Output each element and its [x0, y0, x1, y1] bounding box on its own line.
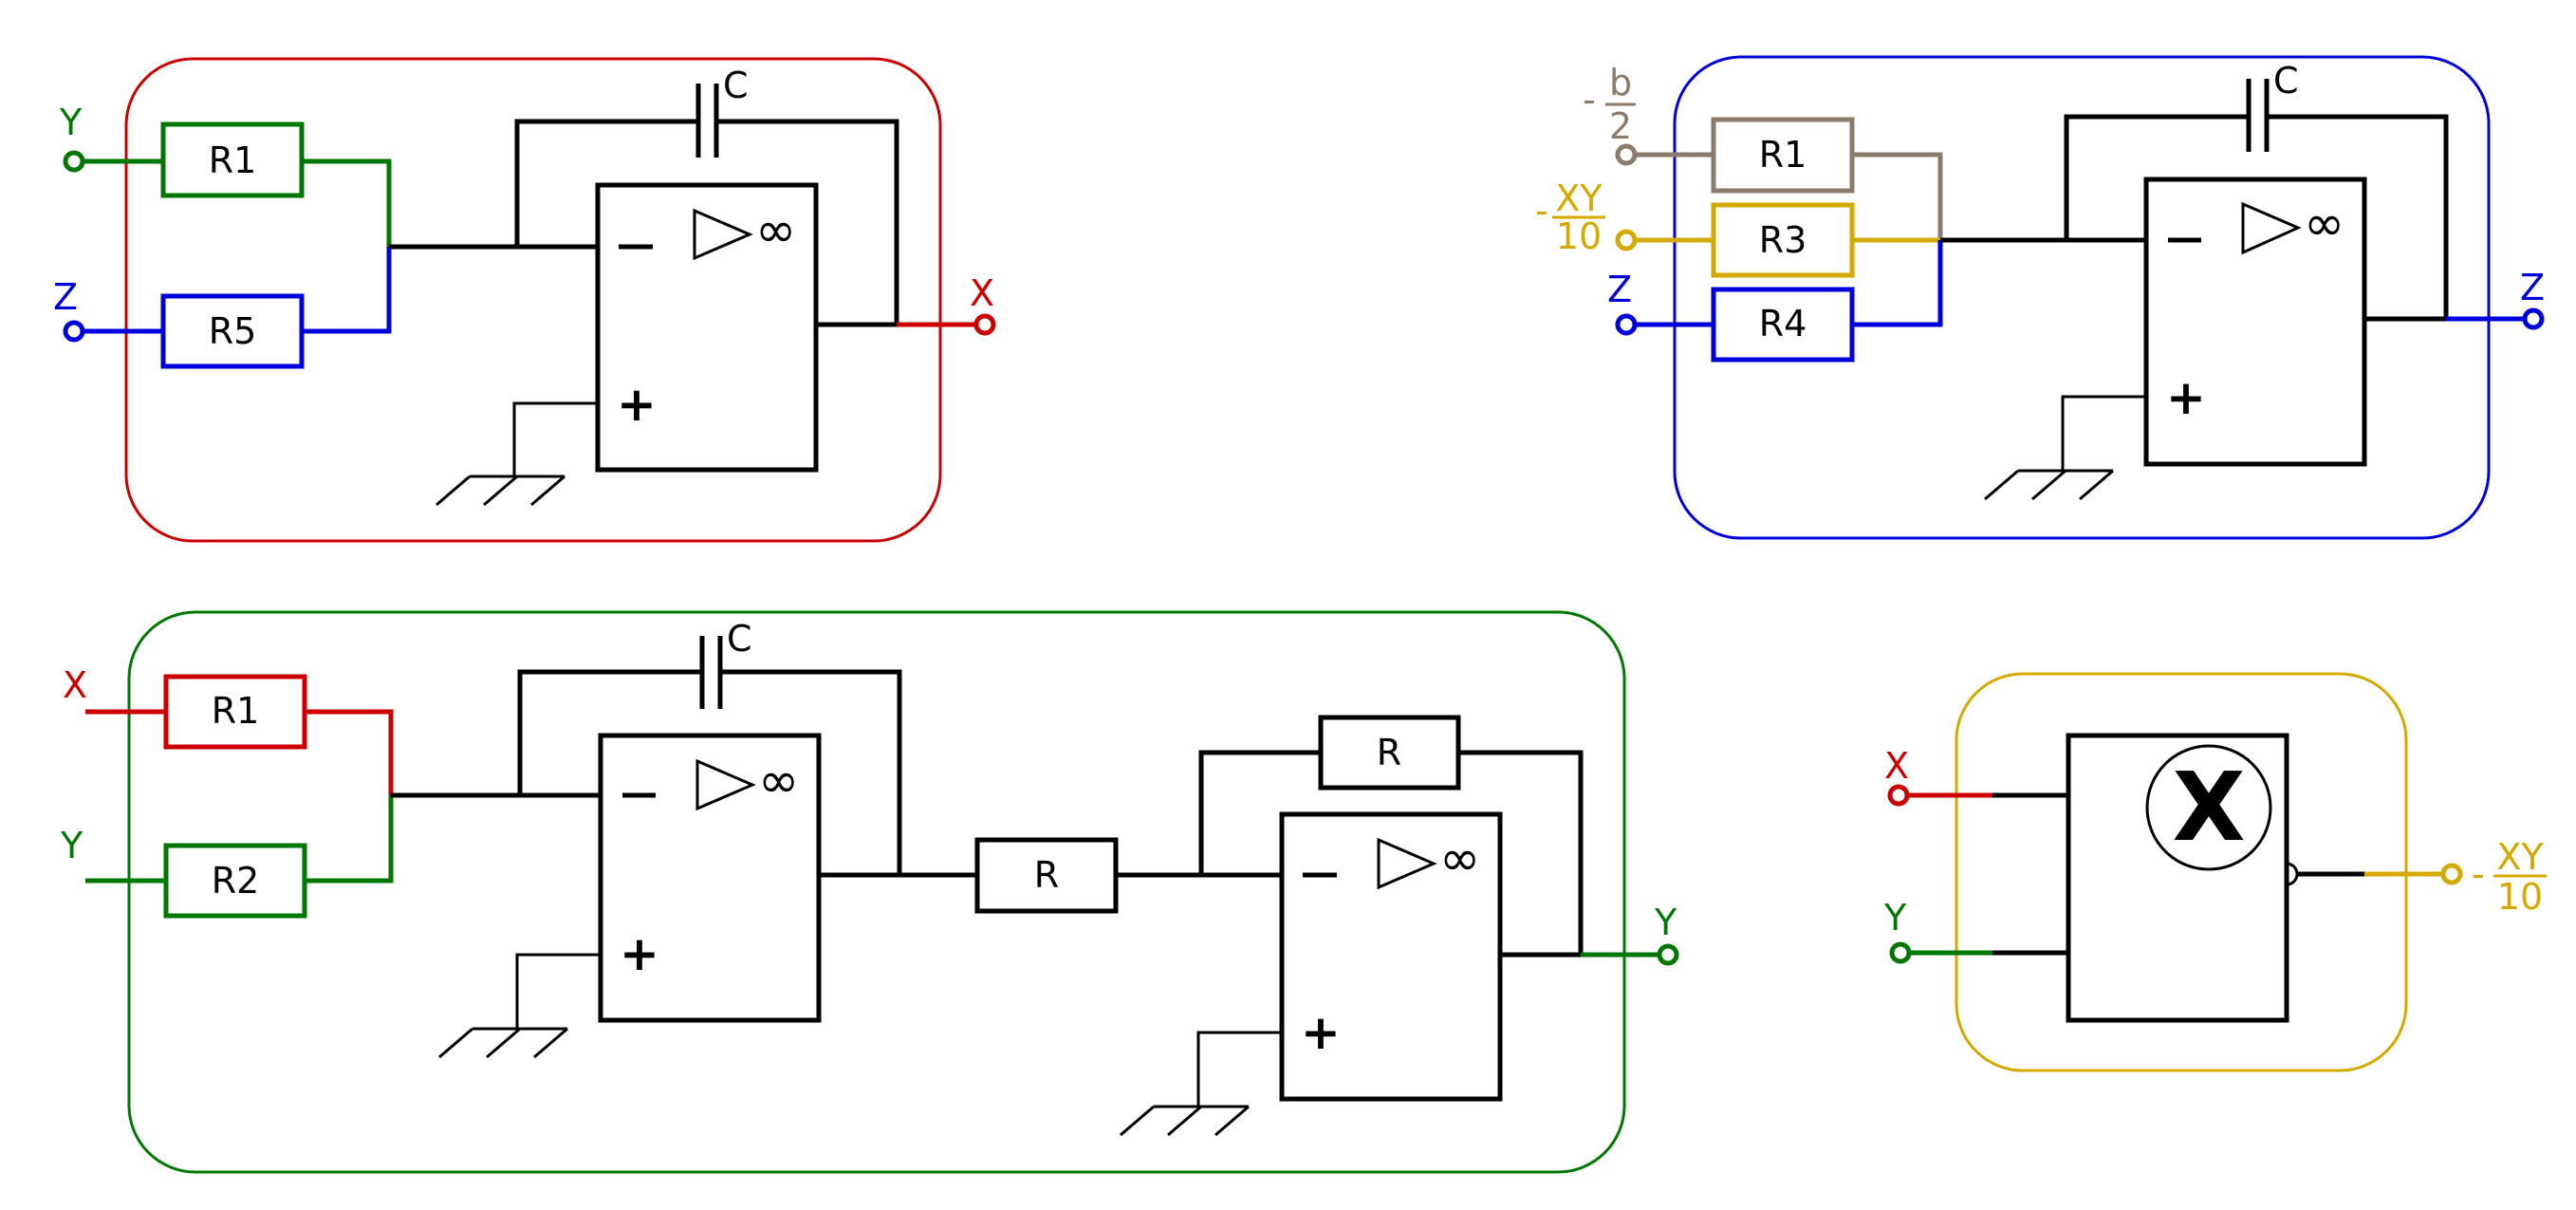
block-y-resistor-r2-label: R2 [212, 860, 260, 902]
block-y-output-terminal[interactable] [1657, 943, 1679, 966]
block-y-opamp-2-plus: + [1301, 1005, 1341, 1060]
block-y-input-y-label: Y [60, 825, 83, 866]
block-x-integrator: Y R1 Z R5 C + ∞ [53, 57, 996, 543]
block-y-resistor-r-feedback-label: R [1377, 732, 1401, 773]
block-y-ground-icon-1 [438, 1027, 568, 1059]
block-z-ground-icon [1984, 469, 2114, 501]
block-mult-inverter-bubble [2286, 862, 2299, 886]
block-z-resistor-r3-label: R3 [1759, 219, 1807, 261]
block-z-opamp [2143, 177, 2367, 467]
block-mult-output-terminal[interactable] [2440, 863, 2463, 885]
block-mult-input-x-terminal[interactable] [1887, 784, 1910, 807]
block-y-triangle-icon-2 [1377, 837, 1437, 890]
block-z-input-b-sign: - [1583, 79, 1596, 121]
block-y-opamp-1-plus: + [620, 926, 659, 981]
block-x-border [124, 57, 942, 543]
block-mult-output-numerator: XY [2496, 836, 2544, 878]
block-mult-input-y-terminal[interactable] [1889, 941, 1912, 964]
block-y-border [127, 610, 1626, 1174]
block-z-input-xy-denominator: 10 [1556, 215, 1602, 257]
block-mult-output-denominator: 10 [2497, 876, 2543, 918]
block-x-output-label: X [970, 272, 994, 314]
block-x-input-y-terminal[interactable] [63, 150, 85, 173]
block-y-capacitor-icon [699, 636, 723, 709]
block-multiplier: X Y X - XY 10 [1883, 672, 2547, 1072]
block-x-output-terminal[interactable] [973, 313, 996, 336]
block-mult-symbol-circle [2145, 744, 2272, 871]
block-x-capacitor-label: C [723, 65, 749, 106]
block-y-triangle-icon-1 [695, 758, 756, 811]
block-z-input-z-terminal[interactable] [1615, 313, 1638, 336]
block-y-resistor-r1-label: R1 [212, 690, 260, 732]
block-mult-input-y-label: Y [1883, 897, 1907, 939]
block-y-capacitor-label: C [727, 618, 752, 660]
block-x-input-z-label: Z [53, 276, 78, 318]
block-x-infinity-icon: ∞ [755, 202, 796, 259]
block-z-border [1673, 55, 2491, 540]
block-z-capacitor-icon [2246, 79, 2270, 152]
block-z-input-z-label: Z [1607, 269, 1632, 310]
block-y-resistor-r-series-label: R [1034, 854, 1059, 896]
block-x-input-y-label: Y [59, 102, 83, 143]
block-y-resistor-r1 [163, 674, 307, 750]
block-y-infinity-icon-2: ∞ [1439, 830, 1480, 887]
block-z-input-xy-terminal[interactable] [1615, 229, 1638, 251]
block-x-opamp [595, 182, 819, 473]
block-z-resistor-r3 [1711, 202, 1855, 278]
block-y-resistor-r-series [974, 837, 1119, 914]
block-x-input-z-terminal[interactable] [63, 320, 85, 343]
block-x-resistor-r5-label: R5 [209, 310, 257, 352]
block-mult-output-sign: - [2472, 853, 2485, 895]
block-x-triangle-icon [693, 208, 753, 261]
block-z-resistor-r4-label: R4 [1759, 303, 1807, 344]
block-z-input-b-denominator: 2 [1609, 105, 1632, 147]
block-y-integrator: X R1 Y R2 C + ∞ [60, 610, 1679, 1174]
block-y-opamp-1 [598, 733, 822, 1023]
block-z-output-terminal[interactable] [2522, 307, 2545, 330]
block-z-infinity-icon: ∞ [2304, 195, 2344, 252]
block-x-resistor-r1-label: R1 [209, 140, 257, 181]
block-z-input-b-numerator: b [1609, 62, 1632, 103]
block-x-resistor-r1 [160, 121, 305, 198]
block-z-integrator: - b 2 R1 - XY 10 R3 Z R4 C [1535, 55, 2545, 540]
block-z-input-xy-sign: - [1535, 190, 1548, 232]
block-z-opamp-plus: + [2166, 370, 2206, 425]
block-mult-box [2066, 733, 2289, 1023]
block-x-capacitor-icon [695, 84, 719, 158]
block-y-output-label: Y [1654, 902, 1677, 943]
block-x-opamp-plus: + [617, 377, 657, 432]
block-z-triangle-icon [2241, 201, 2302, 255]
block-y-ground-icon-2 [1120, 1105, 1250, 1137]
block-z-resistor-r1 [1711, 117, 1855, 194]
block-z-capacitor-label: C [2273, 60, 2299, 102]
block-z-resistor-r1-label: R1 [1759, 134, 1807, 176]
block-z-resistor-r4 [1711, 287, 1855, 363]
block-y-infinity-icon-1: ∞ [758, 753, 799, 810]
block-mult-input-x-label: X [1884, 745, 1909, 787]
multiply-x-icon: X [2172, 752, 2245, 863]
block-z-input-b-terminal[interactable] [1615, 143, 1638, 166]
block-y-input-x-label: X [63, 664, 87, 706]
block-z-input-xy-numerator: XY [1555, 177, 1603, 219]
block-z-output-label: Z [2520, 267, 2545, 308]
block-x-ground-icon [436, 475, 565, 507]
block-y-resistor-r-feedback [1318, 715, 1461, 791]
